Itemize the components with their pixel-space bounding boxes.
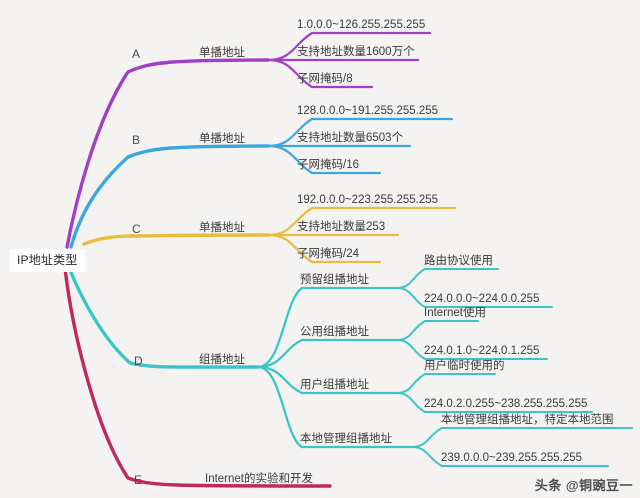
node-d-child-1[interactable]: 预留组播地址 — [300, 274, 369, 286]
node-a-child-2[interactable]: 支持地址数量1600万个 — [297, 46, 415, 58]
node-b-child-1[interactable]: 128.0.0.0~191.255.255.255 — [297, 105, 439, 117]
branch-letter-a[interactable]: A — [132, 47, 141, 61]
node-d-child-2-sub-2[interactable]: 224.0.1.0~224.0.1.255 — [424, 345, 540, 357]
branch-letter-e[interactable]: E — [134, 473, 143, 487]
node-c-child-1[interactable]: 192.0.0.0~223.255.255.255 — [297, 194, 439, 206]
node-d-child-1-sub-2[interactable]: 224.0.0.0~224.0.0.255 — [424, 293, 540, 305]
node-d-child-3-sub-1[interactable]: 用户临时使用的 — [424, 360, 505, 372]
watermark: 头条 @铜豌豆一 — [534, 478, 633, 493]
node-d-child-2[interactable]: 公用组播地址 — [300, 326, 369, 338]
branch-label-d[interactable]: 组播地址 — [199, 354, 245, 366]
node-b-child-3[interactable]: 子网掩码/16 — [297, 159, 359, 171]
branch-label-b[interactable]: 单播地址 — [199, 133, 245, 145]
node-a-child-3[interactable]: 子网掩码/8 — [297, 73, 353, 85]
node-b-child-2[interactable]: 支持地址数量6503个 — [297, 132, 404, 144]
node-d-child-4-sub-2[interactable]: 239.0.0.0~239.255.255.255 — [441, 452, 583, 464]
node-d-child-1-sub-1[interactable]: 路由协议使用 — [424, 255, 493, 267]
node-d-child-2-sub-1[interactable]: Internet使用 — [424, 307, 486, 319]
node-c-child-2[interactable]: 支持地址数量253 — [297, 221, 386, 233]
branch-label-e[interactable]: Internet的实验和开发 — [205, 473, 313, 485]
branch-label-c[interactable]: 单播地址 — [199, 222, 245, 234]
branch-label-a[interactable]: 单播地址 — [199, 47, 245, 59]
root-node[interactable]: IP地址类型 — [10, 249, 85, 272]
node-d-child-4-sub-1[interactable]: 本地管理组播地址，特定本地范围 — [441, 414, 614, 426]
node-d-child-4[interactable]: 本地管理组播地址 — [300, 433, 392, 445]
node-d-child-3[interactable]: 用户组播地址 — [300, 379, 369, 391]
node-a-child-1[interactable]: 1.0.0.0~126.255.255.255 — [297, 19, 426, 31]
node-d-child-3-sub-2[interactable]: 224.0.2.0.255~238.255.255.255 — [424, 398, 588, 410]
branch-letter-d[interactable]: D — [134, 354, 143, 368]
node-c-child-3[interactable]: 子网掩码/24 — [297, 248, 359, 260]
branch-letter-c[interactable]: C — [132, 222, 141, 236]
branch-letter-b[interactable]: B — [132, 133, 141, 147]
